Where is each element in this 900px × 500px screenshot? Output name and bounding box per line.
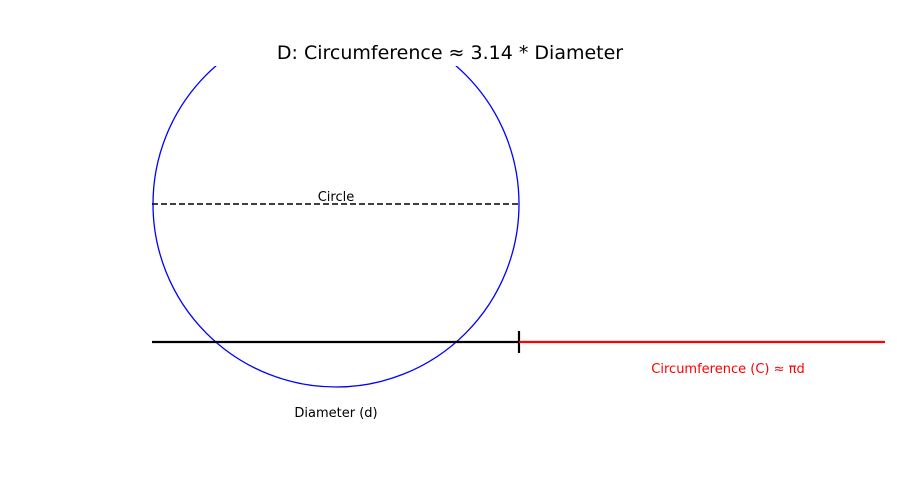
circumference-label: Circumference (C) ≈ πd: [651, 362, 804, 377]
diagram-title: D: Circumference ≈ 3.14 * Diameter: [277, 42, 623, 64]
diameter-label: Diameter (d): [294, 406, 377, 421]
circle-label: Circle: [318, 190, 355, 205]
